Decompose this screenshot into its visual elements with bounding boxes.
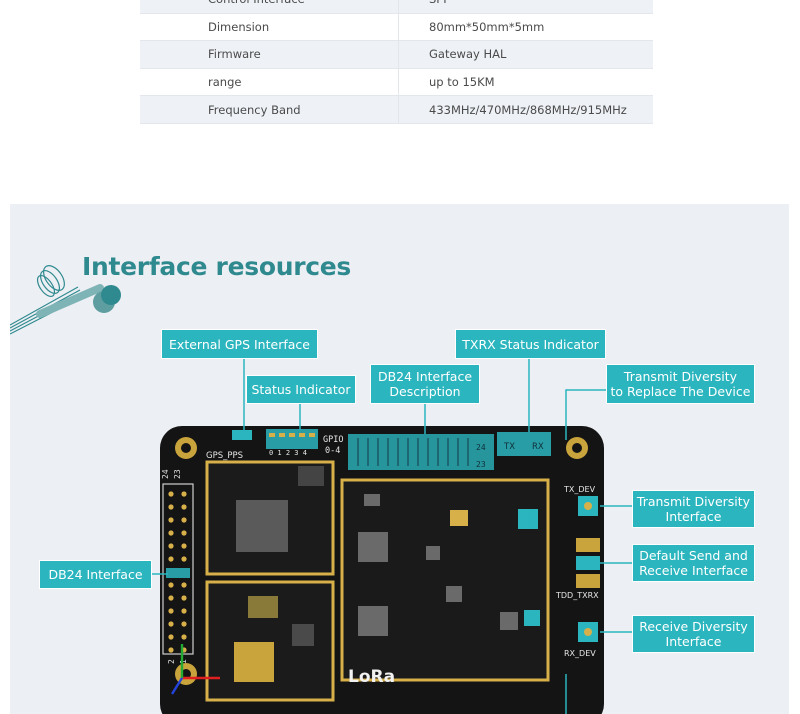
table-row: Frequency Band 433MHz/470MHz/868MHz/915M… (140, 95, 653, 124)
tx-diversity-replace-label: Transmit Diversity to Replace The Device (606, 364, 755, 404)
external-gps-label: External GPS Interface (161, 329, 318, 359)
txrx-leds (497, 432, 551, 456)
mounting-hole-icon (566, 437, 588, 459)
tx-dev-connector (578, 496, 598, 516)
rx-diversity-interface-label: Receive Diversity Interface (632, 615, 755, 653)
rx-dev-label: RX_DEV (564, 649, 596, 658)
rx-led-label: RX (532, 442, 544, 452)
spec-value: Gateway HAL (398, 40, 653, 69)
status-indicator-label: Status Indicator (246, 375, 356, 404)
gps-pps-label: GPS_PPS (206, 451, 243, 461)
axis-marker-icon (170, 644, 220, 695)
table-row: Dimension 80mm*50mm*5mm (140, 13, 653, 42)
rx-dev-connector (578, 622, 598, 642)
spec-key: Firmware (140, 40, 399, 69)
txrx-status-label: TXRX Status Indicator (455, 329, 606, 359)
gps-shield (205, 460, 335, 576)
tdd-txrx-label: TDD_TXRX (555, 591, 599, 600)
spec-value: SPI (398, 0, 653, 14)
pin-label: 23 (173, 469, 182, 479)
spec-key: range (140, 68, 399, 97)
gpio-numbers: 0 1 2 3 4 (269, 449, 307, 457)
interface-panel: Interface resources (10, 204, 789, 714)
tx-diversity-interface-label: Transmit Diversity Interface (632, 490, 755, 528)
table-row: range up to 15KM (140, 68, 653, 97)
gpio-label: GPIO (323, 435, 343, 445)
mounting-hole-icon (175, 437, 197, 459)
tx-dev-label: TX_DEV (563, 485, 596, 494)
pin-label: 24 (476, 443, 486, 452)
pin-label: 1 (179, 659, 188, 664)
spec-key: Dimension (140, 13, 399, 42)
spec-table: Control Interface SPI Dimension 80mm*50m… (140, 0, 653, 124)
db24-description-label: DB24 Interface Description (370, 364, 480, 404)
db24-description-block (348, 434, 494, 470)
spec-value: up to 15KM (398, 68, 653, 97)
pin-label: 24 (161, 469, 170, 479)
pin-label: 23 (476, 460, 486, 469)
power-shield (205, 580, 335, 702)
gps-pps-connector (232, 430, 252, 440)
radio-shield (340, 478, 550, 682)
section-title: Interface resources (82, 252, 351, 281)
table-row: Control Interface SPI (140, 0, 653, 14)
gpio-range-label: 0-4 (325, 446, 340, 456)
table-row: Firmware Gateway HAL (140, 40, 653, 69)
tdd-txrx-connector (576, 538, 600, 588)
db24-pin-header (162, 483, 194, 655)
spec-key: Control Interface (140, 0, 399, 14)
lora-logo: LoRa (348, 667, 395, 687)
status-indicator-leds (266, 429, 318, 449)
lora-gateway-board: 24 23 2 1 GPS_PPS 0 1 2 3 4 GPIO 0-4 24 … (160, 426, 604, 714)
spec-value: 433MHz/470MHz/868MHz/915MHz (398, 95, 653, 124)
default-send-receive-label: Default Send and Receive Interface (632, 544, 755, 582)
pin-label: 2 (167, 659, 176, 664)
db24-interface-label: DB24 Interface (39, 560, 152, 589)
spec-key: Frequency Band (140, 95, 399, 124)
spec-value: 80mm*50mm*5mm (398, 13, 653, 42)
coil-decoration-icon (10, 265, 121, 335)
tx-led-label: TX (503, 442, 515, 452)
